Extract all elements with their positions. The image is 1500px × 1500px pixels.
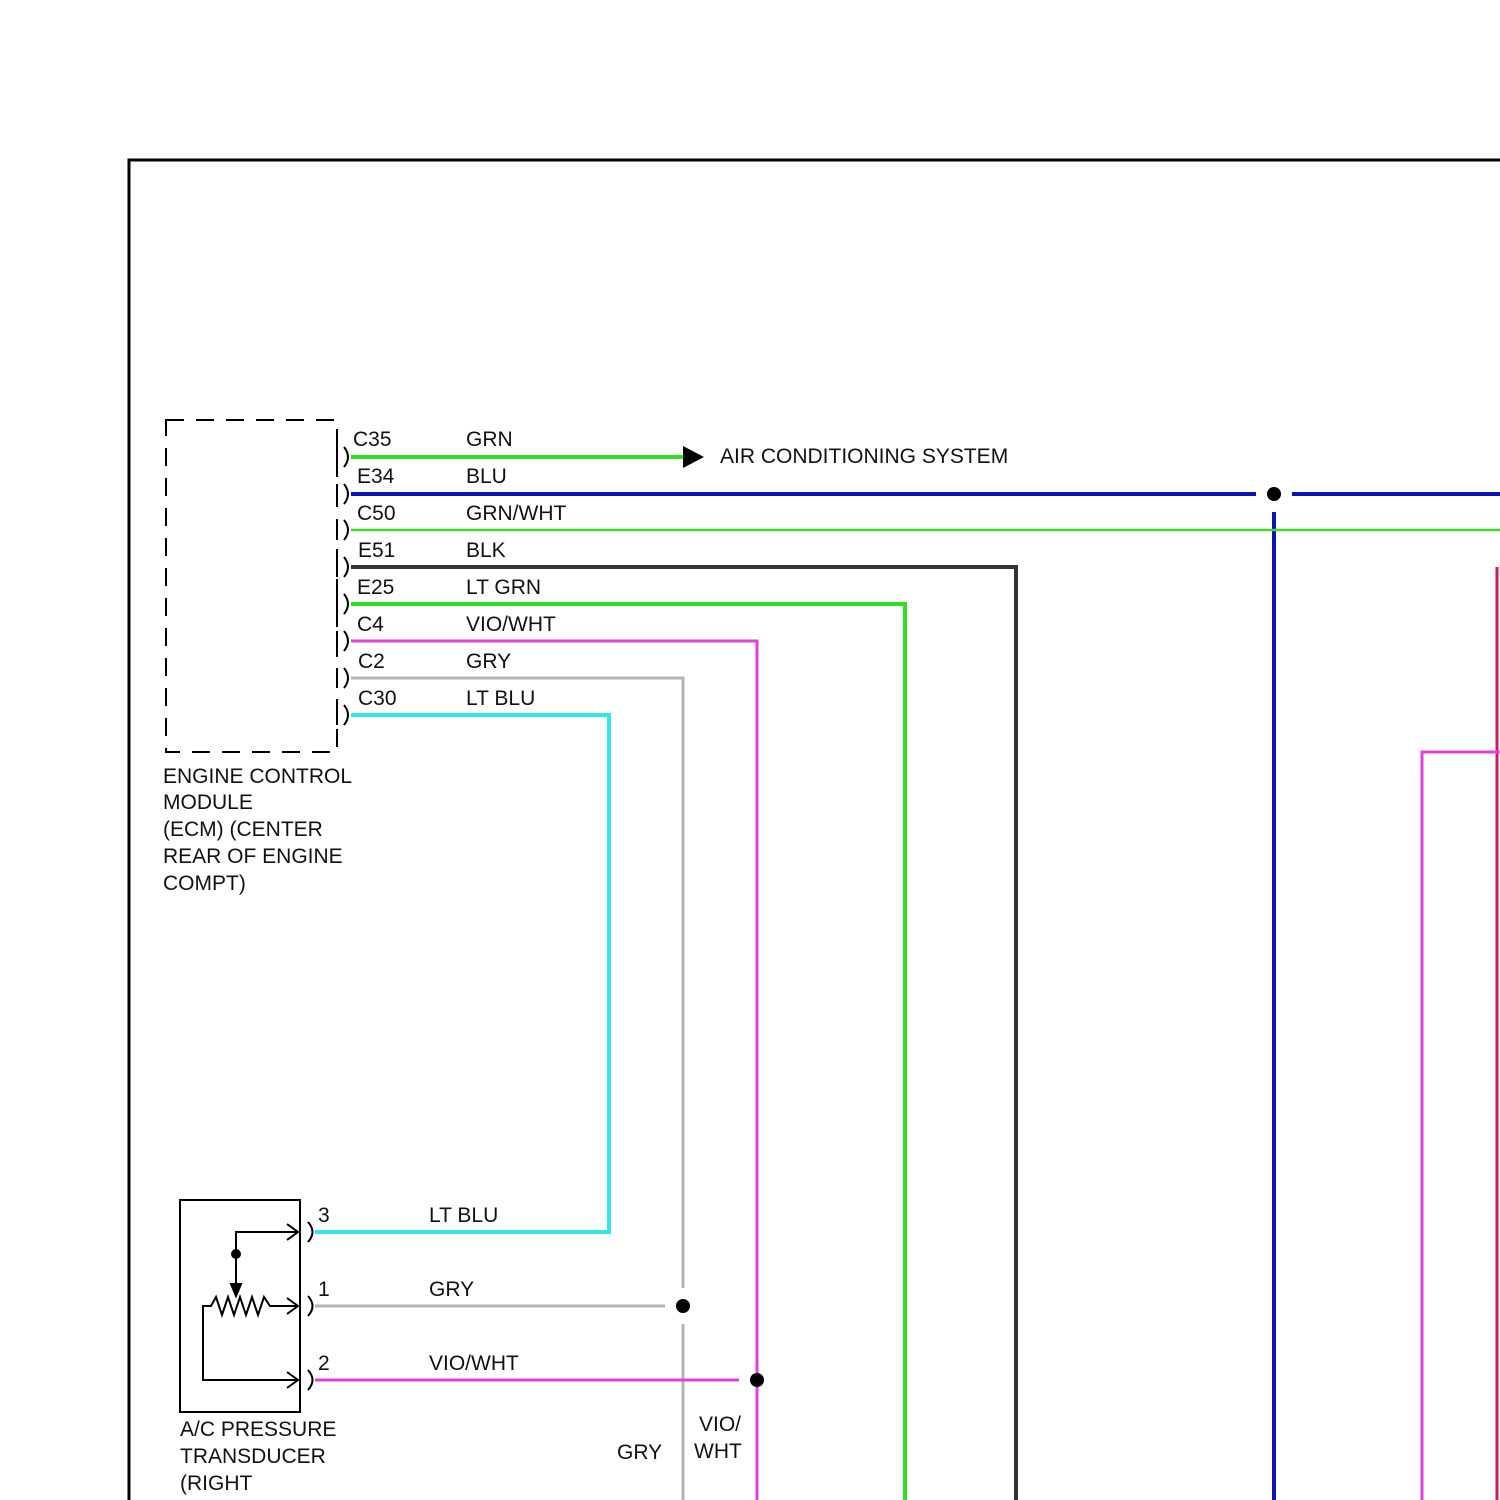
svg-text:A/C PRESSURE TRANSDUCER: A/C PRESSURE TRANSDUCER (RIGHT: [180, 1418, 342, 1495]
wire-color-label: GRY: [429, 1278, 474, 1301]
pin-label: C2: [358, 650, 385, 673]
wire-color-label: GRY: [617, 1441, 662, 1464]
pin-label: E51: [358, 539, 395, 562]
wire-color-label: BLU: [466, 465, 507, 488]
transducer-connectors: [308, 1222, 313, 1390]
pin-label: 3: [318, 1204, 330, 1227]
ecm-label-line: REAR OF ENGINE: [163, 845, 343, 868]
ecm-dashed-box: [166, 420, 337, 752]
connector-icon: [337, 520, 348, 540]
wire-color-label: LT BLU: [429, 1204, 498, 1227]
potentiometer-icon: [203, 1224, 298, 1388]
transducer-label-line: A/C PRESSURE: [180, 1418, 336, 1441]
ecm-module: ENGINE CONTROL MODULE (ECM) (CENTER REAR…: [163, 420, 357, 895]
splice-dot: [750, 1373, 764, 1387]
wire-color-label: VIO/: [699, 1413, 741, 1436]
wire-color-label: LT GRN: [466, 576, 541, 599]
splice-dot: [1267, 487, 1281, 501]
wire-color-label: GRN/WHT: [466, 502, 566, 525]
wire-color-label: BLK: [466, 539, 506, 562]
connector-icon: [308, 1296, 313, 1316]
connector-icon: [337, 631, 348, 651]
wire-color-label: GRN: [466, 428, 513, 451]
pin-label: 1: [318, 1278, 330, 1301]
ecm-label-line: COMPT): [163, 872, 246, 895]
connector-icon: [308, 1370, 313, 1390]
pin-label: C30: [358, 687, 397, 710]
wire-color-label: VIO/WHT: [429, 1352, 519, 1375]
splice-dot: [676, 1299, 690, 1313]
ecm-label-line: (ECM) (CENTER: [163, 818, 323, 841]
destination-label: AIR CONDITIONING SYSTEM: [720, 445, 1008, 468]
junction-dot: [231, 1249, 241, 1259]
pin-label: C4: [357, 613, 384, 636]
ecm-label-line: ENGINE CONTROL: [163, 765, 351, 788]
connector-icon: [337, 484, 348, 504]
ecm-label-line: MODULE: [163, 791, 253, 814]
wire-vio-wht-c4: [351, 641, 757, 1500]
wire-gry-c2: [351, 678, 683, 1288]
pin-label: E34: [357, 465, 395, 488]
connector-icon: [337, 594, 348, 614]
svg-text:ENGINE CONTROL MODULE: ENGINE CONTROL MODULE (ECM) (CENTER REAR…: [163, 765, 357, 895]
connector-icon: [337, 705, 348, 725]
connector-icon: [337, 668, 348, 688]
arrow-right-icon: [683, 446, 704, 468]
svg-text:VIO/ WHT: VIO/ WHT: [694, 1413, 747, 1463]
wire-color-label: LT BLU: [466, 687, 535, 710]
pin-label: 2: [318, 1352, 330, 1375]
transducer-label-line: (RIGHT: [180, 1472, 252, 1495]
diagram-frame: [129, 160, 1500, 1500]
wire-lt-blu-c30: [315, 715, 609, 1232]
pin-label: C35: [353, 428, 392, 451]
ecm-connectors: [337, 447, 348, 725]
pin-label: C50: [357, 502, 396, 525]
wire-color-label: WHT: [694, 1440, 742, 1463]
connector-icon: [337, 447, 348, 467]
wire-color-label: VIO/WHT: [466, 613, 556, 636]
connector-icon: [337, 557, 348, 577]
pin-label: E25: [357, 576, 394, 599]
wire-color-label: GRY: [466, 650, 511, 673]
connector-icon: [308, 1222, 313, 1242]
wire-vio-right: [1422, 752, 1500, 1500]
transducer-label-line: TRANSDUCER: [180, 1445, 326, 1468]
ac-pressure-transducer: 3 LT BLU 1 GRY 2 VIO/WHT A/C PRESSURE TR…: [180, 1200, 519, 1495]
